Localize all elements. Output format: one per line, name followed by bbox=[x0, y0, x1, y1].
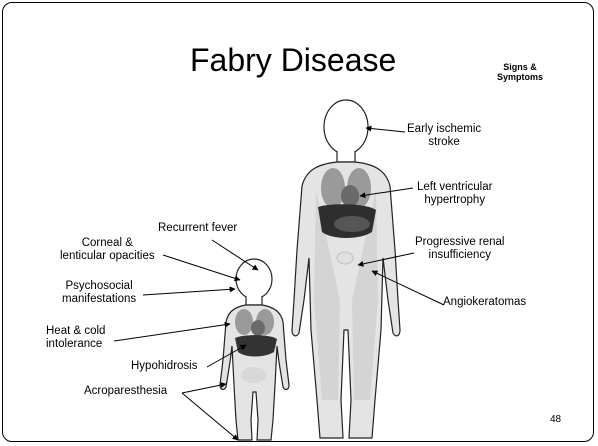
label-corneal-line2: lenticular opacities bbox=[60, 250, 155, 263]
label-left-ventricular-hypertrophy: Left ventricular hypertrophy bbox=[417, 181, 492, 207]
label-lvh-line2: hypertrophy bbox=[417, 194, 492, 207]
child-heart bbox=[251, 320, 265, 336]
arrow-early-stroke bbox=[366, 128, 405, 132]
label-early-ischemic-stroke-line1: Early ischemic bbox=[407, 123, 481, 136]
child-liver bbox=[235, 335, 277, 356]
label-hypohidrosis: Hypohidrosis bbox=[131, 360, 197, 373]
label-early-ischemic-stroke-line2: stroke bbox=[407, 136, 481, 149]
arrow-heat-cold bbox=[114, 324, 230, 341]
arrow-corneal bbox=[163, 255, 240, 280]
arrow-acroparesthesia-arm bbox=[182, 384, 226, 393]
page-number: 48 bbox=[550, 414, 561, 425]
label-heat-cold-intolerance: Heat & cold intolerance bbox=[46, 325, 105, 351]
label-psychosocial-manifestations: Psychosocial manifestations bbox=[62, 280, 136, 306]
label-acroparesthesia: Acroparesthesia bbox=[84, 385, 167, 398]
child-figure bbox=[220, 259, 289, 440]
adult-figure bbox=[292, 100, 400, 438]
label-heat-line1: Heat & cold bbox=[46, 325, 105, 338]
arrow-acroparesthesia-foot bbox=[182, 393, 238, 440]
label-heat-line2: intolerance bbox=[46, 338, 105, 351]
adult-head bbox=[324, 100, 368, 154]
label-psychosocial-line2: manifestations bbox=[62, 293, 136, 306]
arrow-psychosocial bbox=[143, 289, 235, 295]
label-renal-line1: Progressive renal bbox=[415, 236, 504, 249]
label-corneal-line1: Corneal & bbox=[60, 237, 155, 250]
arrow-angiokeratomas bbox=[372, 271, 444, 305]
label-early-ischemic-stroke: Early ischemic stroke bbox=[407, 123, 481, 149]
label-recurrent-fever: Recurrent fever bbox=[158, 222, 237, 235]
label-lvh-line1: Left ventricular bbox=[417, 181, 492, 194]
arrow-fever bbox=[212, 240, 258, 270]
label-angiokeratomas: Angiokeratomas bbox=[443, 296, 526, 309]
label-progressive-renal-insufficiency: Progressive renal insufficiency bbox=[415, 236, 504, 262]
adult-heart bbox=[341, 185, 359, 207]
label-renal-line2: insufficiency bbox=[415, 249, 504, 262]
label-psychosocial-line1: Psychosocial bbox=[62, 280, 136, 293]
label-corneal-lenticular-opacities: Corneal & lenticular opacities bbox=[60, 237, 155, 263]
child-head bbox=[236, 259, 272, 299]
